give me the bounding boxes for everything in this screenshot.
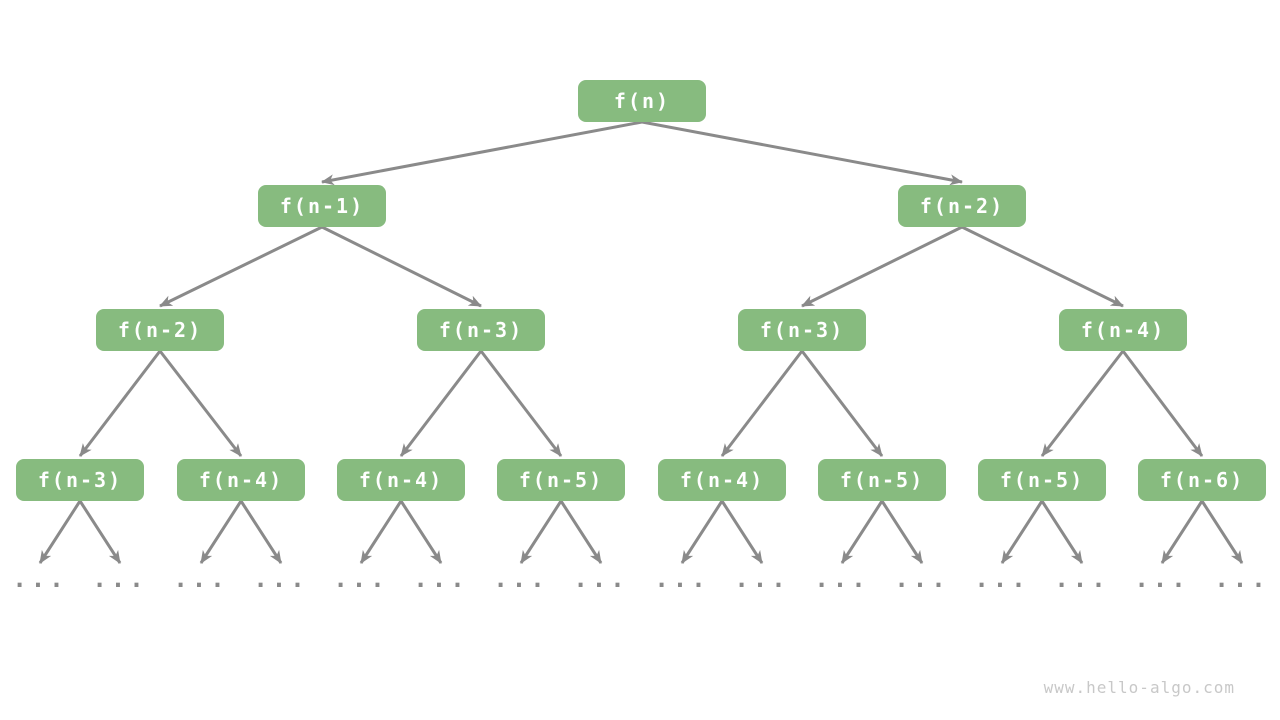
tree-node: f(n-2) xyxy=(96,309,224,351)
tree-edge-arrow xyxy=(239,500,283,564)
tree-node: f(n-4) xyxy=(658,459,786,501)
ellipsis: ... xyxy=(814,565,870,593)
tree-node: f(n-5) xyxy=(978,459,1106,501)
tree-edge-arrow xyxy=(1200,500,1244,564)
tree-edge-arrow xyxy=(158,350,243,457)
ellipsis: ... xyxy=(413,565,469,593)
tree-edge-arrow xyxy=(159,225,323,308)
tree-node: f(n-3) xyxy=(417,309,545,351)
tree-node: f(n-4) xyxy=(177,459,305,501)
tree-edge-arrow xyxy=(321,120,643,186)
tree-edge-arrow xyxy=(321,225,482,308)
tree-edge-arrow xyxy=(720,350,804,457)
tree-edge-arrow xyxy=(479,350,563,457)
tree-edge-arrow xyxy=(78,350,162,457)
tree-edge-arrow xyxy=(880,500,924,564)
ellipsis: ... xyxy=(974,565,1030,593)
tree-edge-arrow xyxy=(1040,350,1125,457)
tree-edge-arrow xyxy=(680,500,724,564)
tree-edge-arrow xyxy=(1040,500,1084,564)
watermark-text: www.hello-algo.com xyxy=(1043,678,1235,697)
tree-edge-arrow xyxy=(519,500,563,564)
ellipsis: ... xyxy=(1134,565,1190,593)
ellipsis: ... xyxy=(654,565,710,593)
tree-node: f(n-4) xyxy=(1059,309,1187,351)
ellipsis: ... xyxy=(1054,565,1110,593)
tree-node: f(n-3) xyxy=(16,459,144,501)
ellipsis: ... xyxy=(92,565,148,593)
tree-edge-arrow xyxy=(1000,500,1044,564)
ellipsis: ... xyxy=(12,565,68,593)
ellipsis: ... xyxy=(173,565,229,593)
tree-edge-arrow xyxy=(399,500,443,564)
tree-edge-arrow xyxy=(78,500,122,564)
ellipsis: ... xyxy=(333,565,389,593)
tree-edge-arrow xyxy=(641,120,963,186)
tree-node: f(n-6) xyxy=(1138,459,1266,501)
tree-node: f(n-1) xyxy=(258,185,386,227)
tree-edge-arrow xyxy=(801,225,963,308)
tree-edge-arrow xyxy=(961,225,1124,308)
ellipsis: ... xyxy=(894,565,950,593)
ellipsis: ... xyxy=(253,565,309,593)
tree-node: f(n-4) xyxy=(337,459,465,501)
tree-node: f(n) xyxy=(578,80,706,122)
tree-edge-arrow xyxy=(199,500,243,564)
tree-node: f(n-5) xyxy=(497,459,625,501)
ellipsis: ... xyxy=(493,565,549,593)
tree-node: f(n-3) xyxy=(738,309,866,351)
tree-edge-arrow xyxy=(840,500,884,564)
tree-edge-arrow xyxy=(559,500,603,564)
tree-edge-arrow xyxy=(359,500,403,564)
tree-edge-arrow xyxy=(38,500,82,564)
tree-node: f(n-2) xyxy=(898,185,1026,227)
tree-edge-arrow xyxy=(1160,500,1204,564)
tree-node: f(n-5) xyxy=(818,459,946,501)
tree-edge-arrow xyxy=(399,350,483,457)
ellipsis: ... xyxy=(1214,565,1270,593)
tree-edge-arrow xyxy=(1121,350,1204,457)
tree-edge-arrow xyxy=(720,500,764,564)
ellipsis: ... xyxy=(734,565,790,593)
tree-edge-arrow xyxy=(800,350,884,457)
ellipsis: ... xyxy=(573,565,629,593)
